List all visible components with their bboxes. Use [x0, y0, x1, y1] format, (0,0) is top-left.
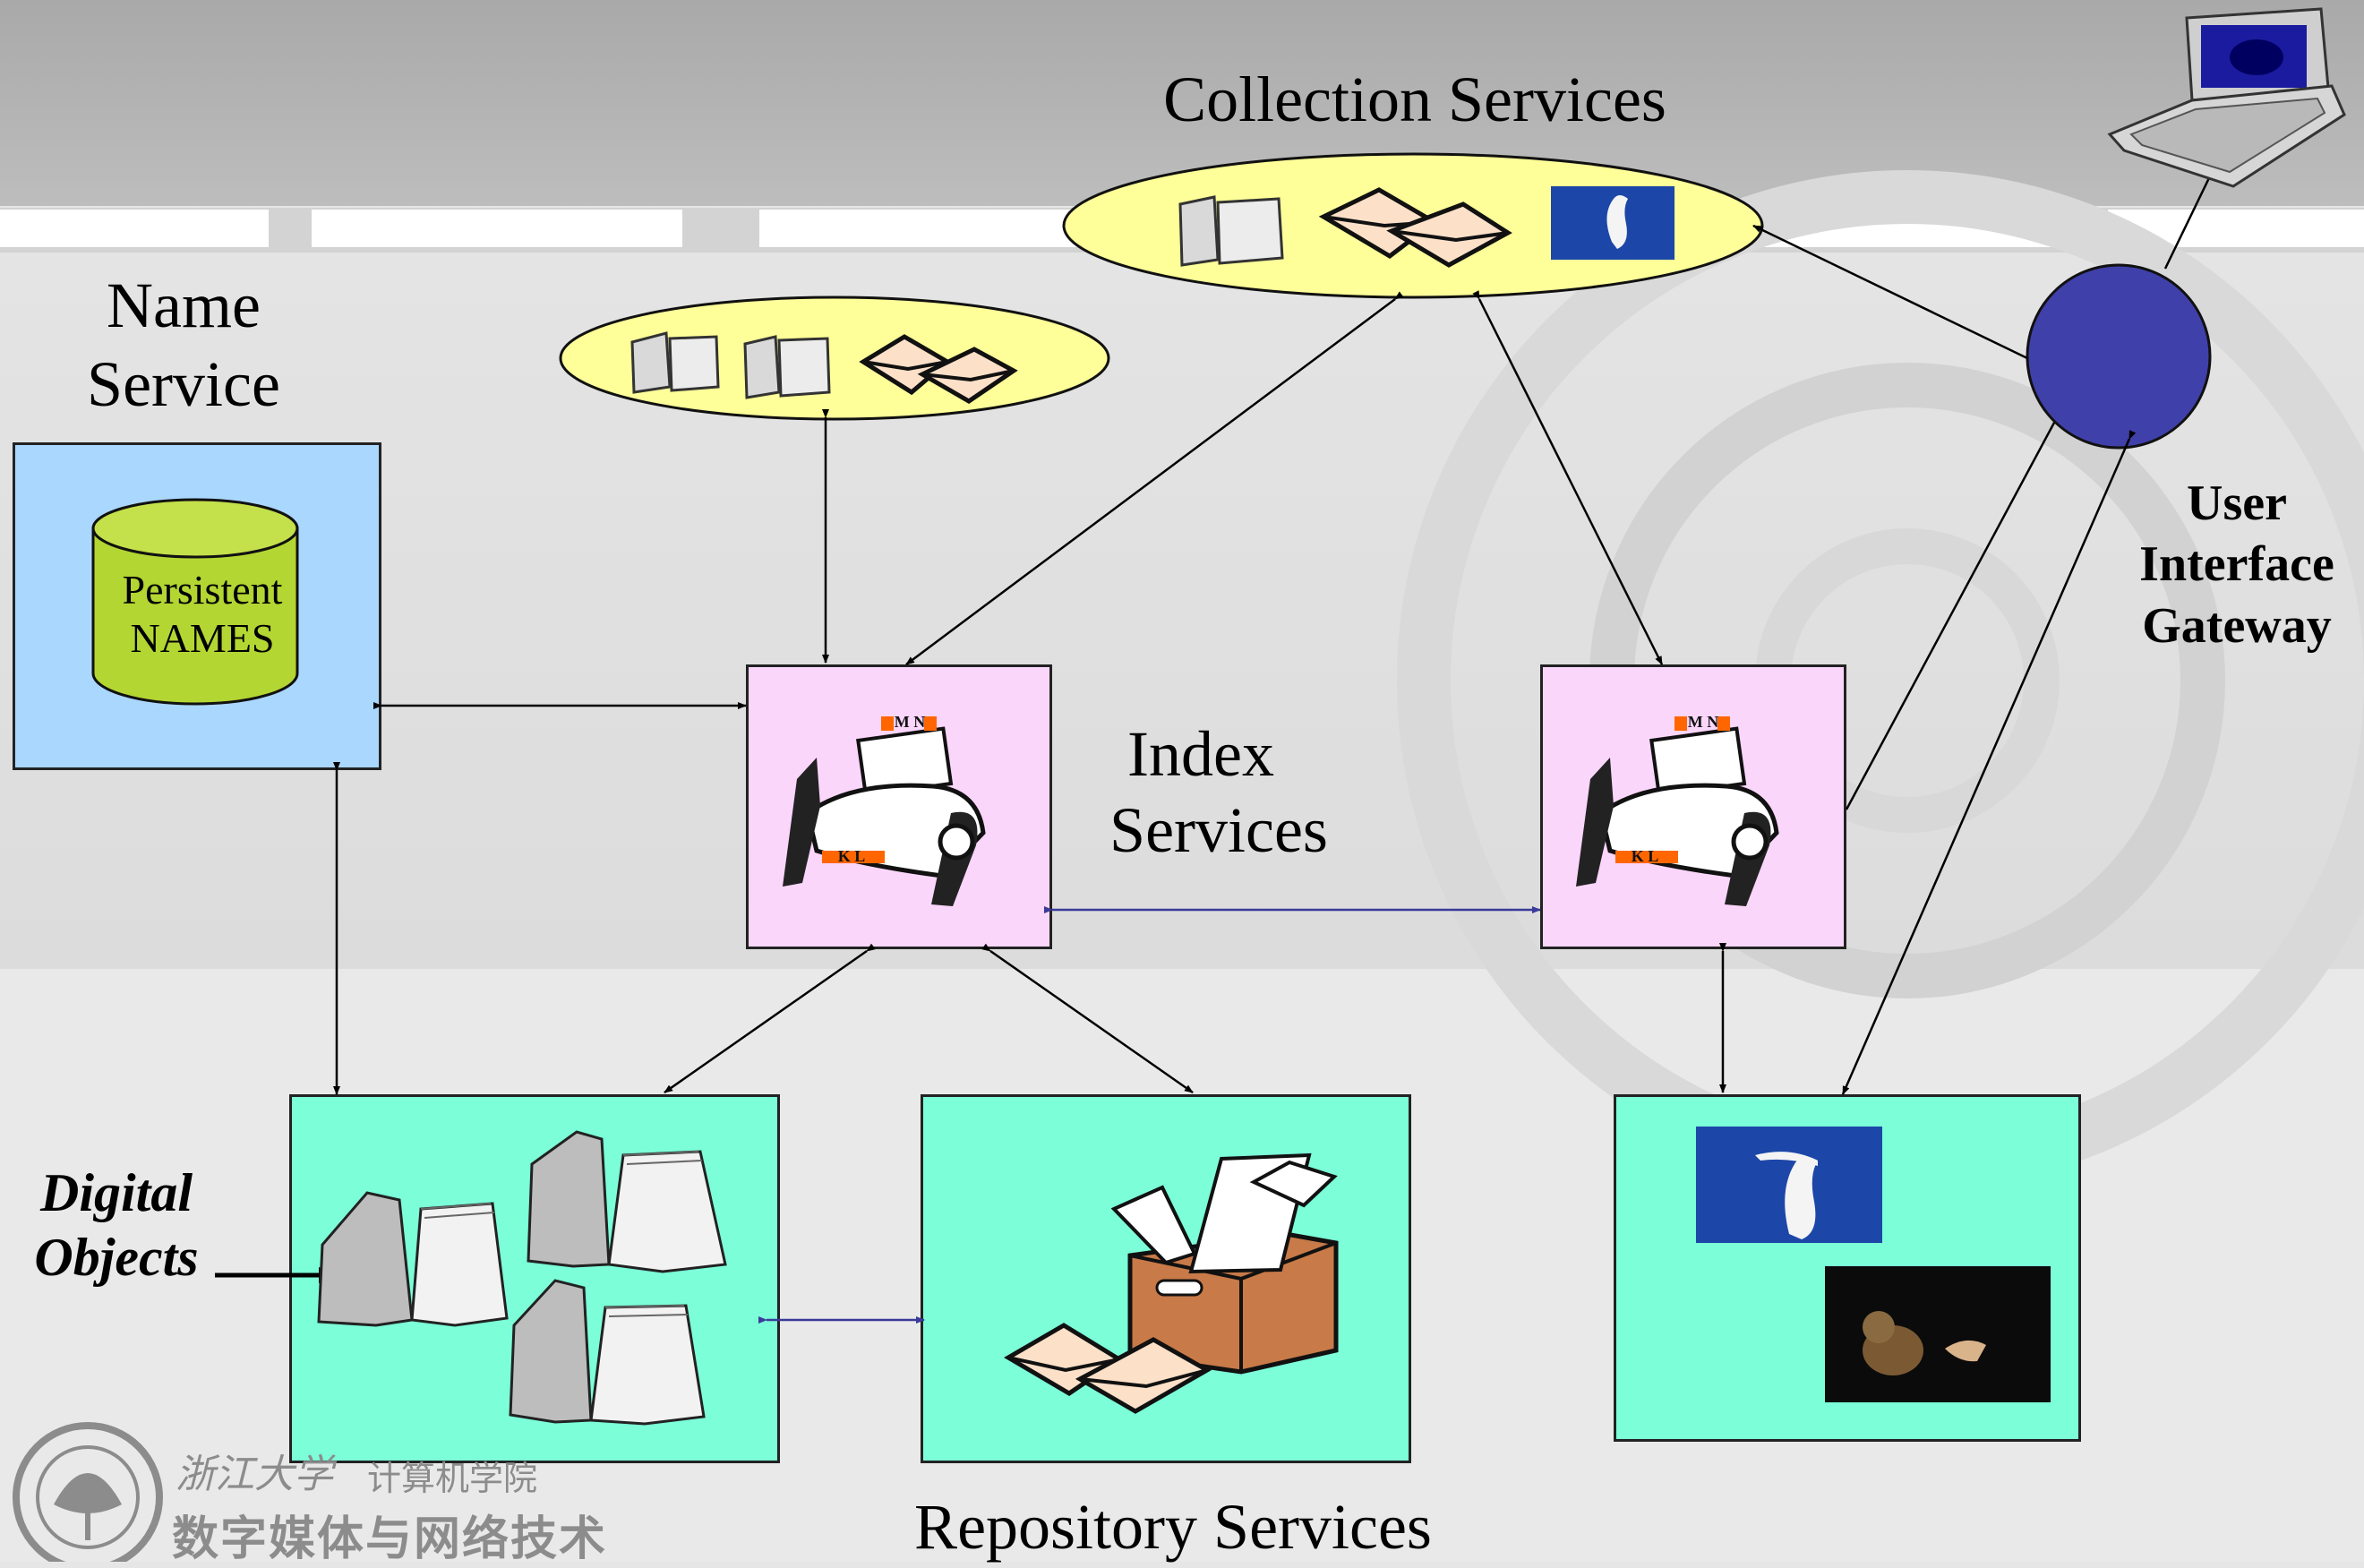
- rolodex-icon: [783, 716, 986, 906]
- repository-services-label: Repository Services: [914, 1491, 1432, 1563]
- arrow-collection-to-index-right: [1472, 290, 1664, 665]
- persistent-names-line1: Persistent: [122, 567, 283, 613]
- arrow-collection-to-index-left: [905, 291, 1404, 666]
- name-service-label-line1: Name: [107, 270, 261, 341]
- arrow-gateway-to-image-repository: [1841, 430, 2137, 1095]
- user-interface-gateway-line2: Interface: [2139, 536, 2334, 593]
- persistent-names-line2: NAMES: [130, 615, 275, 662]
- rolodex-tab-letters: M N: [1687, 713, 1719, 731]
- name-service-label: Name Service: [36, 267, 331, 424]
- index-services-label: Index Services: [1071, 716, 1366, 869]
- university-name-logo: 浙江大学: [176, 1452, 333, 1497]
- envelope-icon: [1318, 187, 1512, 268]
- rolodex-tab-letters: K L: [837, 847, 866, 865]
- digital-objects-line1: Digital: [39, 1163, 193, 1222]
- arrow-index-to-digital-objects: [664, 943, 876, 1094]
- college-name: 计算机学院: [367, 1459, 538, 1498]
- egret-photo-icon: [1551, 186, 1674, 260]
- arrow-index-to-repository: [981, 943, 1194, 1094]
- divider-strip: [0, 210, 269, 247]
- rolodex-tab-letters: M N: [894, 713, 926, 731]
- index-services-line2: Services: [1109, 793, 1328, 866]
- book-icon: [1178, 195, 1284, 267]
- divider-strip: [312, 210, 682, 247]
- collection-services-label: Collection Services: [1163, 64, 1666, 135]
- digital-objects-label: Digital Objects: [18, 1161, 215, 1290]
- arrow-gateway-to-collection: [1752, 224, 2028, 360]
- user-interface-gateway-line3: Gateway: [2142, 597, 2332, 654]
- book-icon: [743, 335, 831, 399]
- persistent-names-label: Persistent NAMES: [97, 566, 308, 664]
- chick-photo-icon: [1825, 1266, 2051, 1402]
- user-interface-gateway-line1: User: [2187, 476, 2287, 531]
- index-services-line1: Index: [1127, 718, 1274, 790]
- rolodex-tab-letters: K L: [1631, 847, 1659, 865]
- user-interface-gateway-label: User Interface Gateway: [2119, 473, 2355, 656]
- egret-photo-icon: [1696, 1127, 1882, 1243]
- envelope-icon: [859, 334, 1018, 404]
- department-name: 数字媒体与网络技术: [172, 1512, 608, 1566]
- open-book-icon: [527, 1130, 727, 1273]
- user-interface-gateway-circle: [2026, 263, 2212, 450]
- line-gateway-to-index-right: [1845, 422, 2056, 810]
- persistent-names-cylinder: [91, 498, 299, 706]
- book-icon: [630, 331, 720, 394]
- laptop-icon: [2107, 7, 2346, 188]
- rolodex-icon: [1576, 716, 1779, 906]
- open-book-icon: [317, 1191, 509, 1327]
- university-seal-icon: [13, 1422, 163, 1562]
- envelope-icon: [1004, 1323, 1212, 1414]
- document-box-icon: [1110, 1152, 1339, 1375]
- open-book-icon: [509, 1279, 706, 1426]
- digital-objects-line2: Objects: [34, 1228, 199, 1287]
- name-service-label-line2: Service: [87, 347, 280, 420]
